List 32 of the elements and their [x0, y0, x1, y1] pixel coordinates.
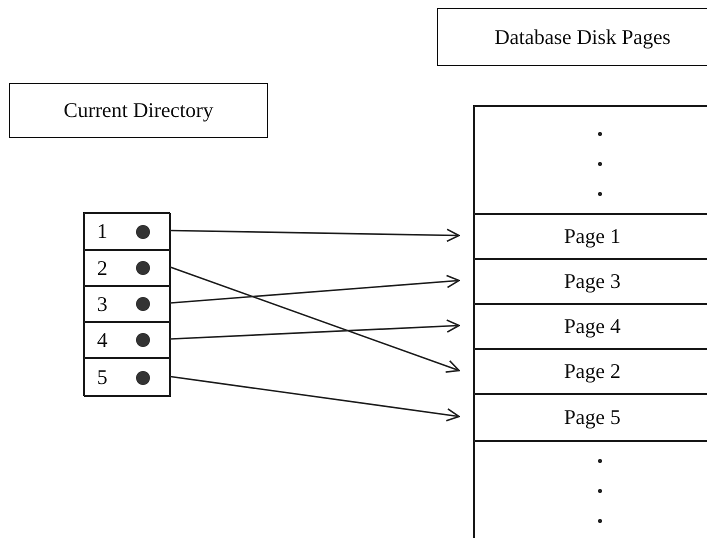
disk-page — [474, 259, 707, 304]
disk-page — [474, 214, 707, 259]
directory-entry — [84, 213, 171, 250]
title-box — [437, 8, 707, 66]
entry-number: 4 — [97, 330, 108, 350]
page-ellipsis-cell — [474, 106, 707, 214]
page-label: Page 4 — [564, 316, 621, 337]
heading: Database Disk Pages — [494, 26, 671, 48]
disk-page — [474, 394, 707, 441]
directory-entry — [84, 322, 171, 358]
entry-number: 3 — [97, 294, 108, 314]
page-label: Page 1 — [564, 226, 621, 247]
page-label: Page 2 — [564, 361, 621, 382]
arrow — [170, 274, 460, 304]
directory-entry — [84, 250, 171, 286]
disk-page — [474, 349, 707, 394]
title-box — [9, 83, 268, 138]
entry-number: 5 — [97, 367, 108, 388]
heading: Current Directory — [64, 100, 214, 121]
arrow — [170, 228, 460, 242]
directory-entry — [84, 286, 171, 322]
directory-entry — [84, 358, 171, 397]
directory-table — [83, 212, 170, 396]
arrow — [170, 319, 460, 340]
page-label: Page 3 — [564, 271, 621, 292]
page-label: Page 5 — [564, 407, 621, 428]
arrow — [170, 376, 460, 422]
entry-number: 1 — [97, 221, 108, 242]
disk-page-column — [473, 105, 707, 538]
disk-page — [474, 304, 707, 349]
arrow — [170, 266, 460, 373]
entry-number: 2 — [97, 258, 108, 278]
